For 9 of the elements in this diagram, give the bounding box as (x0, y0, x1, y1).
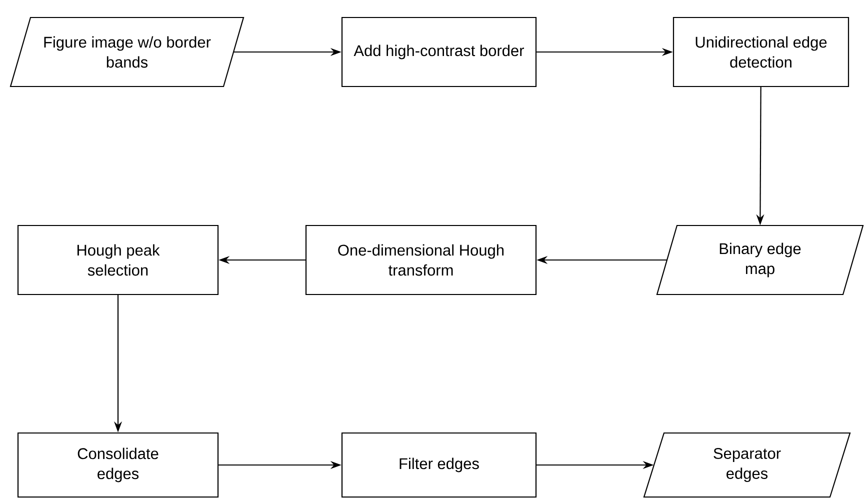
process-box: Hough peak selection (17, 224, 219, 296)
data-parallelogram: Separator edges (643, 432, 851, 498)
process-box: One-dimensional Hough transform (305, 224, 537, 296)
process-box: Add high-contrast border (341, 16, 537, 88)
data-parallelogram: Binary edge map (656, 224, 864, 296)
data-parallelogram: Figure image w/o border bands (10, 16, 244, 88)
process-box: Filter edges (341, 432, 537, 498)
process-box: Unidirectional edge detection (672, 16, 850, 88)
process-box: Consolidate edges (17, 432, 219, 498)
